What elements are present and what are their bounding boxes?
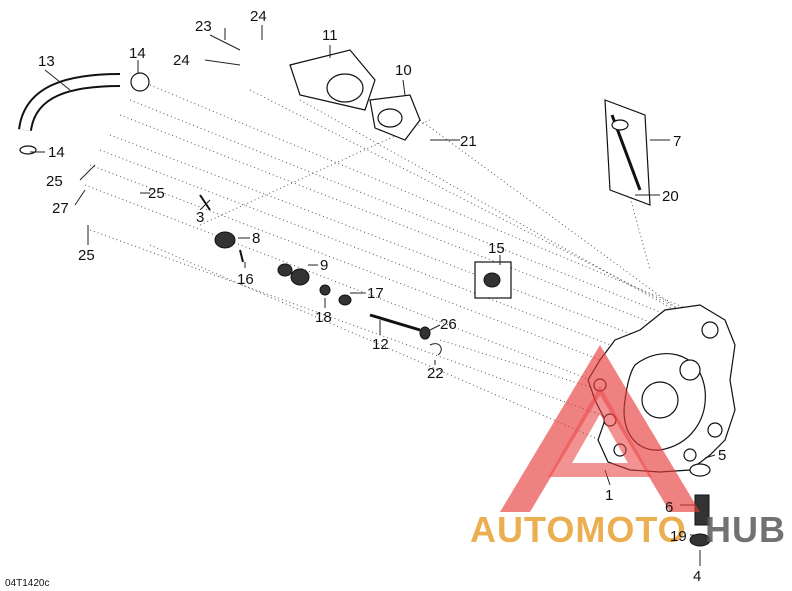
callout-label: 25 <box>78 247 95 264</box>
callout-label: 6 <box>665 499 673 516</box>
callout-label: 25 <box>46 173 63 190</box>
callout-label: 11 <box>322 27 338 44</box>
callout-label: 22 <box>427 365 444 382</box>
dipstick-part <box>604 99 651 206</box>
watermark-logo: AUTOMOTO HUB <box>470 345 786 550</box>
callout-label: 24 <box>250 8 267 25</box>
small-parts <box>199 194 711 547</box>
callout-label: 13 <box>38 53 55 70</box>
callout-label: 16 <box>237 271 254 288</box>
callout-label: 20 <box>662 188 679 205</box>
callout-label: 19 <box>670 528 687 545</box>
callout-label: 24 <box>173 52 190 69</box>
callout-label: 1 <box>605 487 613 504</box>
hose-part <box>18 72 150 155</box>
callout-labels: 1 3 4 5 6 7 8 9 10 11 12 13 14 14 15 16 … <box>38 8 726 585</box>
callout-label: 7 <box>673 133 681 150</box>
callout-label: 14 <box>129 45 146 62</box>
watermark-text-secondary: HUB <box>705 509 786 550</box>
callout-label: 27 <box>52 200 69 217</box>
callout-label: 17 <box>367 285 384 302</box>
callout-label: 26 <box>440 316 457 333</box>
callout-label: 15 <box>488 240 505 257</box>
inspection-cap <box>474 261 512 299</box>
watermark-text-primary: AUTOMOTO <box>470 509 687 550</box>
callout-label: 14 <box>48 144 65 161</box>
callout-label: 4 <box>693 568 701 585</box>
callout-label: 25 <box>148 185 165 202</box>
callout-label: 21 <box>460 133 477 150</box>
callout-label: 18 <box>315 309 332 326</box>
thermostat-cover <box>289 49 421 141</box>
callout-label: 5 <box>718 447 726 464</box>
callout-label: 10 <box>395 62 412 79</box>
callout-label: 23 <box>195 18 212 35</box>
callout-label: 8 <box>252 230 260 247</box>
leader-lines <box>30 25 716 566</box>
callout-label: 12 <box>372 336 389 353</box>
drawing-code: 04T1420c <box>5 578 49 589</box>
callout-label: 9 <box>320 257 328 274</box>
watermark-triangle-icon <box>500 345 700 512</box>
callout-label: 3 <box>196 209 204 226</box>
